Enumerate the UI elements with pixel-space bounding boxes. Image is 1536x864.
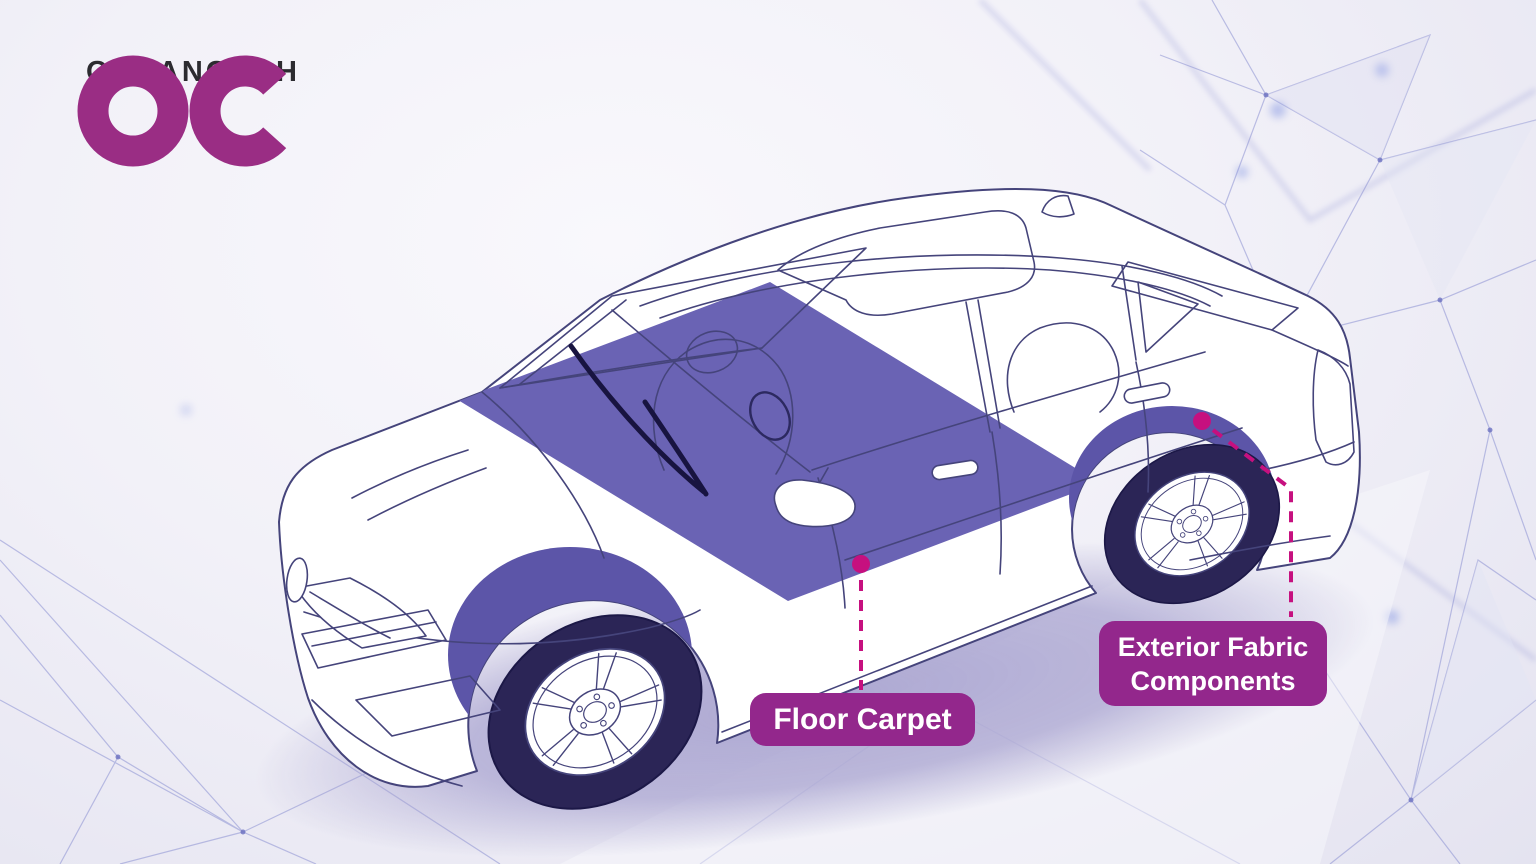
steering-wheel [749, 391, 791, 441]
taillight [1312, 349, 1355, 466]
rear-door-handle [1123, 382, 1171, 404]
floor-carpet-label-text: Floor Carpet [773, 702, 952, 736]
side-mirror [773, 479, 856, 528]
mesh-facet [1266, 35, 1430, 160]
oc-monogram-icon [77, 55, 287, 167]
mesh-facet [1411, 560, 1536, 800]
floor-carpet-highlight-area [458, 282, 1100, 601]
floor-carpet-label: Floor Carpet [750, 693, 975, 746]
exterior-fabric-components-label: Exterior Fabric Components [1099, 621, 1327, 706]
car-detail-lines [285, 194, 1355, 787]
headrest [685, 330, 739, 374]
mesh-node-dots [115, 92, 1493, 835]
mesh-facet [1380, 120, 1536, 300]
antenna-fin [1041, 194, 1075, 218]
floor-carpet-leader [852, 555, 870, 690]
oceancash-logo: OCEANCASH [75, 50, 315, 167]
front-door-handle [931, 459, 979, 481]
front-emblem [285, 557, 309, 603]
windshield-wiper [642, 399, 709, 497]
exterior-fabric-label-line2: Components [1130, 665, 1296, 696]
windshield-wiper [568, 343, 707, 495]
exterior-fabric-label-line1: Exterior Fabric [1117, 631, 1309, 662]
lower-intake [355, 675, 501, 737]
grille [301, 609, 447, 669]
exterior-fabric-leader [1193, 412, 1293, 617]
